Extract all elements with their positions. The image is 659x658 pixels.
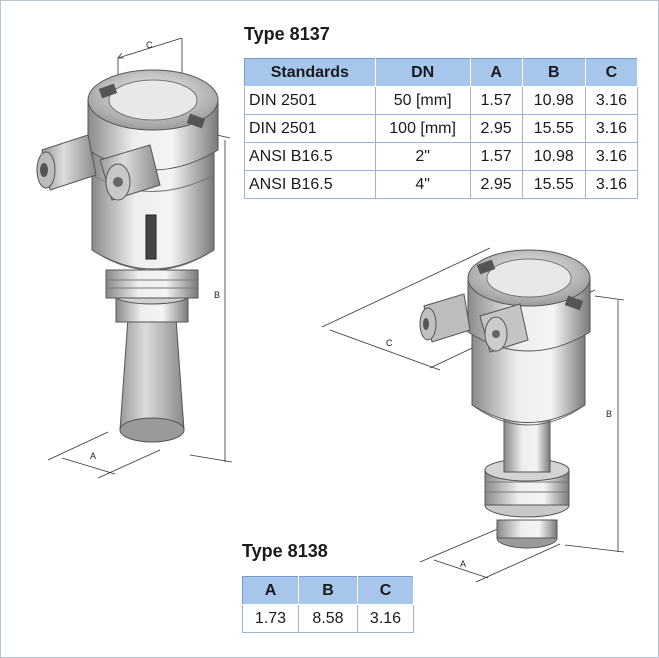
cell-standard: DIN 2501 bbox=[244, 86, 376, 115]
type-8138-table: A B C 1.73 8.58 3.16 bbox=[242, 576, 414, 633]
dim-c-label-8138: C bbox=[386, 338, 393, 348]
cable-gland-8137 bbox=[36, 134, 161, 201]
table-row: 1.73 8.58 3.16 bbox=[242, 604, 414, 633]
dim-a-label-8138: A bbox=[460, 559, 466, 569]
cell-b: 8.58 bbox=[298, 604, 358, 633]
dim-a-label-8137: A bbox=[90, 451, 96, 461]
head-8137 bbox=[87, 69, 219, 171]
process-connection-8138 bbox=[484, 417, 570, 549]
col-header-b: B bbox=[298, 576, 358, 605]
col-header-c: C bbox=[357, 576, 414, 605]
table-row: ANSI B16.5 4" 2.95 15.55 3.16 bbox=[244, 170, 639, 199]
cell-dn: 100 [mm] bbox=[374, 114, 471, 143]
cell-b: 10.98 bbox=[521, 142, 586, 171]
col-header-a: A bbox=[242, 576, 299, 605]
cell-c: 3.16 bbox=[584, 142, 639, 171]
cell-b: 10.98 bbox=[521, 86, 586, 115]
table-header-row: Standards DN A B C bbox=[244, 58, 639, 87]
cell-c: 3.16 bbox=[357, 604, 414, 633]
col-header-dn: DN bbox=[374, 58, 471, 87]
col-header-b: B bbox=[521, 58, 586, 87]
cable-gland-8138 bbox=[419, 293, 529, 353]
dim-c-label-8137: C bbox=[146, 40, 153, 50]
col-header-a: A bbox=[469, 58, 523, 87]
col-header-c: C bbox=[584, 58, 639, 87]
cell-c: 3.16 bbox=[584, 86, 639, 115]
cell-c: 3.16 bbox=[584, 114, 639, 143]
table-row: DIN 2501 100 [mm] 2.95 15.55 3.16 bbox=[244, 114, 639, 143]
table-header-row: A B C bbox=[242, 576, 414, 605]
dim-b-label-8138: B bbox=[606, 409, 612, 419]
cell-standard: DIN 2501 bbox=[244, 114, 376, 143]
cell-c: 3.16 bbox=[584, 170, 639, 199]
type-8138-title: Type 8138 bbox=[242, 541, 328, 561]
cell-a: 1.73 bbox=[242, 604, 299, 633]
cell-a: 2.95 bbox=[469, 170, 523, 199]
cell-a: 1.57 bbox=[469, 86, 523, 115]
cell-dn: 2" bbox=[374, 142, 471, 171]
col-header-standards: Standards bbox=[244, 58, 376, 87]
horn-antenna-8137 bbox=[105, 269, 199, 443]
cell-standard: ANSI B16.5 bbox=[244, 170, 376, 199]
dimension-a-8138 bbox=[419, 527, 561, 583]
cell-a: 1.57 bbox=[469, 142, 523, 171]
dim-b-label-8137: B bbox=[214, 290, 220, 300]
type-8137-title: Type 8137 bbox=[244, 24, 330, 44]
housing-8138 bbox=[467, 249, 591, 426]
cell-dn: 50 [mm] bbox=[374, 86, 471, 115]
cell-dn: 4" bbox=[374, 170, 471, 199]
cell-b: 15.55 bbox=[521, 170, 586, 199]
type-8137-table: Standards DN A B C DIN 2501 50 [mm] 1.57… bbox=[244, 58, 639, 199]
dimension-a-8137 bbox=[47, 431, 161, 479]
dimension-b-8138 bbox=[564, 295, 625, 553]
cell-a: 2.95 bbox=[469, 114, 523, 143]
cell-b: 15.55 bbox=[521, 114, 586, 143]
table-row: DIN 2501 50 [mm] 1.57 10.98 3.16 bbox=[244, 86, 639, 115]
table-row: ANSI B16.5 2" 1.57 10.98 3.16 bbox=[244, 142, 639, 171]
cell-standard: ANSI B16.5 bbox=[244, 142, 376, 171]
